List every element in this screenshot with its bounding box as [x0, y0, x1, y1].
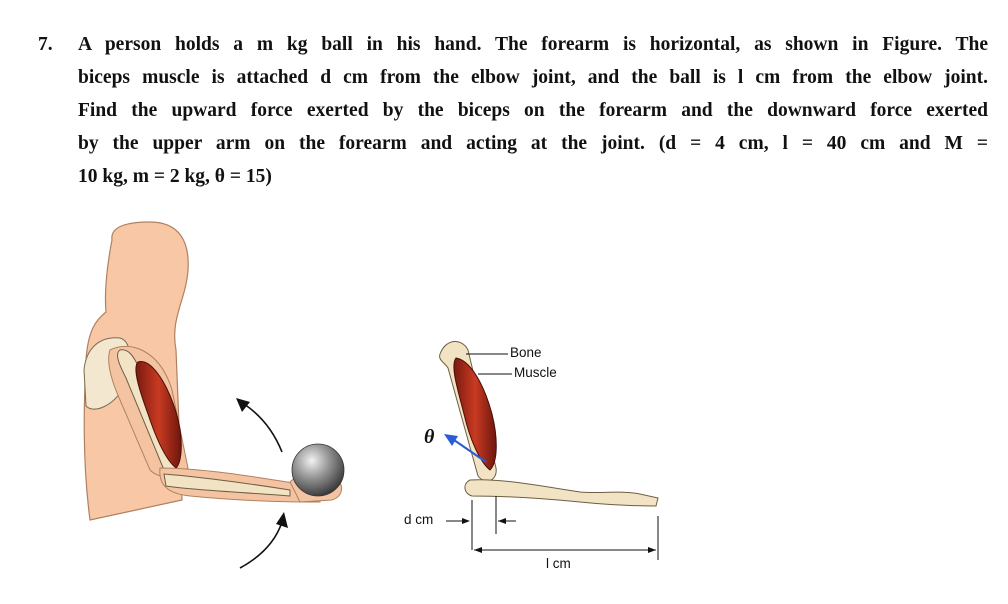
dim-d-arrowhead-out	[498, 518, 506, 524]
question-line-5: 10 kg, m = 2 kg, θ = 15)	[78, 166, 272, 187]
schematic-biceps	[453, 357, 497, 471]
arm-illustration	[83, 221, 659, 569]
forearm-bones	[163, 473, 291, 497]
d-cm-label: d cm	[404, 512, 434, 527]
question-line-1: A person holds a m kg ball in his hand. …	[78, 34, 988, 55]
bone-label: Bone	[510, 345, 542, 360]
rotation-arrow-bottom	[239, 521, 283, 569]
problem-statement: 7. A person holds a m kg ball in his han…	[38, 28, 988, 193]
l-cm-label: l cm	[546, 556, 571, 571]
arm-figure: Bone Muscle θ d cm l cm	[0, 200, 1008, 604]
question-number: 7.	[38, 34, 53, 55]
biceps-force-arrowhead	[444, 434, 458, 446]
dim-l-arrowhead-right	[648, 547, 656, 553]
dim-d-arrowhead-in	[462, 518, 470, 524]
question-line-4: by the upper arm on the forearm and acti…	[78, 133, 988, 154]
rotation-arrow-top	[243, 403, 283, 453]
schematic-forearm	[464, 479, 659, 507]
question-text: A person holds a m kg ball in his hand. …	[78, 28, 988, 193]
question-line-3: Find the upward force exerted by the bic…	[78, 100, 988, 121]
ball	[291, 443, 345, 497]
biceps-force-line	[453, 439, 487, 463]
question-line-2: biceps muscle is attached d cm from the …	[78, 67, 988, 88]
theta-label: θ	[424, 426, 435, 448]
rotation-arrow-top-head	[236, 398, 250, 412]
muscle-label: Muscle	[514, 365, 557, 380]
rotation-arrow-bottom-head	[276, 512, 288, 528]
dim-l-arrowhead-left	[474, 547, 482, 553]
